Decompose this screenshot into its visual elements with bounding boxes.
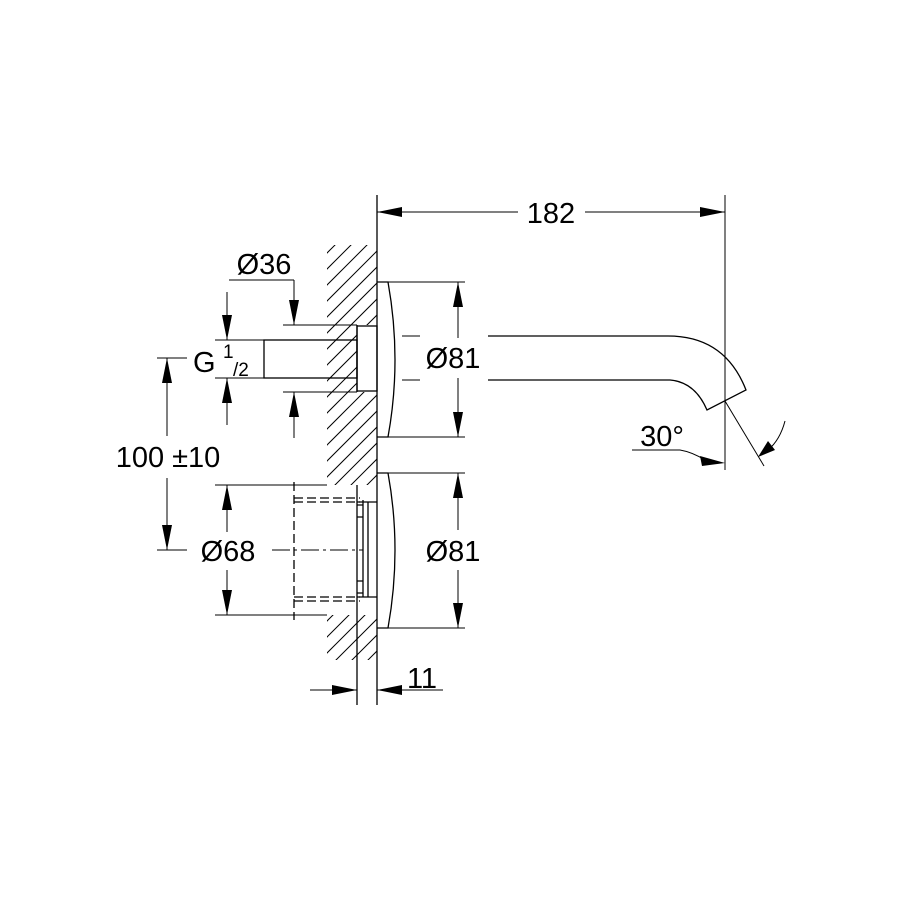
- hatch-line: [327, 439, 377, 501]
- hatch-line: [327, 615, 377, 660]
- hatch-line: [320, 696, 380, 756]
- hatch-line: [327, 503, 377, 565]
- hatch-line: [327, 245, 377, 277]
- dimension-thread: [215, 292, 264, 425]
- dimension-100: [157, 357, 187, 551]
- hatch-line: [327, 599, 377, 660]
- hatch-line: [327, 343, 377, 405]
- concealed-body: [272, 482, 377, 620]
- lower-escutcheon: [377, 472, 396, 629]
- label-thread-g: G: [193, 347, 216, 379]
- hatch-line: [327, 311, 377, 373]
- dimension-36: [229, 279, 357, 438]
- hatch-line: [327, 247, 377, 309]
- hatch-line: [327, 551, 377, 613]
- hatch-line: [327, 423, 377, 485]
- label-thread-den: /2: [233, 360, 249, 381]
- label-11: 11: [407, 663, 437, 695]
- upper-escutcheon: [377, 281, 396, 438]
- hatch-line: [327, 279, 377, 341]
- label-angle-30: 30°: [640, 421, 684, 453]
- hatch-line: [320, 712, 380, 772]
- hatch-line: [327, 327, 377, 389]
- hatch-line: [327, 263, 377, 325]
- inlet-pipe: [263, 339, 358, 379]
- inlet-flange: [356, 325, 378, 392]
- hatch-line: [327, 487, 377, 549]
- label-diameter-81-lower: Ø81: [426, 536, 481, 568]
- hatch-line: [327, 245, 377, 293]
- label-diameter-68: Ø68: [201, 536, 256, 568]
- dimension-81-upper: [388, 281, 465, 438]
- spout: [488, 195, 786, 470]
- label-182: 182: [527, 198, 575, 230]
- hatch-line: [327, 647, 377, 660]
- label-diameter-36: Ø36: [237, 249, 292, 281]
- dimension-11: [310, 685, 443, 695]
- hatch-line: [327, 359, 377, 421]
- hatch-line: [327, 391, 377, 453]
- hatch-line: [327, 631, 377, 660]
- hatch-line: [327, 519, 377, 581]
- hatch-line: [327, 583, 377, 645]
- hatch-line: [327, 295, 377, 357]
- dimension-182: [377, 207, 725, 217]
- hatch-line: [327, 567, 377, 629]
- label-thread-num: 1: [223, 342, 234, 363]
- dimension-68: [215, 484, 327, 616]
- hatch-line: [327, 245, 377, 261]
- hatch-line: [327, 407, 377, 469]
- hatch-line: [327, 455, 377, 517]
- label-diameter-81-upper: Ø81: [426, 343, 481, 375]
- dimension-81-lower: [388, 472, 465, 629]
- hatch-line: [327, 535, 377, 597]
- hatch-line: [320, 664, 380, 724]
- label-spacing: 100 ±10: [116, 442, 221, 474]
- wall-hatch: [320, 245, 380, 772]
- hatch-line: [327, 375, 377, 437]
